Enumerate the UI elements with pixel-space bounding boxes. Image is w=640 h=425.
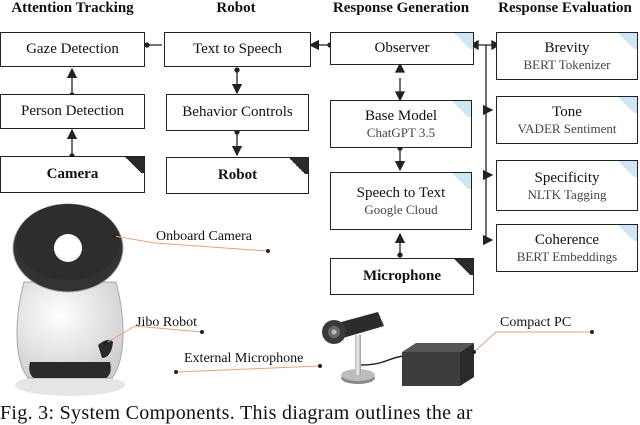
software-corner-marker: [451, 33, 473, 49]
software-corner-marker: [615, 161, 637, 177]
text-to-speech-label: Text to Speech: [193, 41, 282, 57]
evaluation-arrows: [469, 39, 501, 246]
brevity-box: Brevity BERT Tokenizer: [496, 32, 638, 80]
speech-to-text-box: Speech to Text Google Cloud: [330, 172, 472, 230]
onboard-camera-label: Onboard Camera: [156, 229, 253, 244]
software-corner-marker: [449, 101, 471, 117]
observer-box: Observer: [330, 32, 474, 65]
camera-box: Camera: [0, 156, 145, 193]
base-model-title: Base Model: [364, 108, 438, 124]
camera-label: Camera: [46, 166, 99, 182]
brevity-subtitle: BERT Tokenizer: [523, 57, 611, 72]
observer-label: Observer: [374, 40, 430, 56]
leader-lines: [105, 235, 592, 373]
compact-pc-illustration: [402, 343, 474, 386]
heading-response-generation: Response Generation: [332, 0, 470, 16]
figure-caption: Fig. 3: System Components. This diagram …: [0, 402, 473, 424]
microphone-box: Microphone: [330, 258, 474, 295]
tone-box: Tone VADER Sentiment: [496, 96, 638, 144]
software-corner-marker: [615, 33, 637, 49]
coherence-title: Coherence: [534, 232, 600, 248]
hardware-corner-marker: [286, 158, 308, 174]
hardware-corner-marker: [122, 157, 144, 173]
behavior-controls-label: Behavior Controls: [182, 104, 293, 120]
software-corner-marker: [449, 173, 471, 189]
heading-response-evaluation: Response Evaluation: [498, 0, 632, 16]
microphone-illustration: [322, 312, 405, 384]
person-detection-label: Person Detection: [21, 103, 124, 119]
speech-to-text-subtitle: Google Cloud: [364, 202, 438, 217]
robot-label: Robot: [217, 167, 258, 183]
text-to-speech-box: Text to Speech: [164, 32, 311, 67]
specificity-box: Specificity NLTK Tagging: [496, 160, 638, 211]
tone-subtitle: VADER Sentiment: [517, 121, 617, 136]
base-model-box: Base Model ChatGPT 3.5: [330, 100, 472, 148]
hardware-corner-marker: [451, 259, 473, 275]
tone-title: Tone: [552, 104, 582, 120]
gaze-detection-label: Gaze Detection: [26, 41, 119, 57]
microphone-label: Microphone: [362, 268, 442, 284]
speech-to-text-title: Speech to Text: [356, 185, 446, 201]
person-detection-box: Person Detection: [0, 94, 145, 129]
gaze-detection-box: Gaze Detection: [0, 32, 145, 67]
base-model-subtitle: ChatGPT 3.5: [366, 125, 436, 140]
jibo-robot-illustration: [12, 203, 125, 396]
coherence-subtitle: BERT Embeddings: [516, 249, 618, 264]
behavior-controls-box: Behavior Controls: [166, 94, 309, 131]
software-corner-marker: [615, 225, 637, 241]
leader-dots: [104, 234, 594, 374]
brevity-title: Brevity: [544, 40, 590, 56]
robot-box: Robot: [166, 157, 309, 194]
heading-attention-tracking: Attention Tracking: [11, 0, 134, 16]
coherence-box: Coherence BERT Embeddings: [496, 224, 638, 272]
software-corner-marker: [615, 97, 637, 113]
compact-pc-label: Compact PC: [500, 315, 572, 330]
jibo-robot-label: Jibo Robot: [136, 315, 198, 330]
heading-robot: Robot: [216, 0, 256, 16]
specificity-subtitle: NLTK Tagging: [527, 186, 607, 202]
external-microphone-label: External Microphone: [184, 351, 304, 366]
specificity-title: Specificity: [534, 169, 600, 186]
